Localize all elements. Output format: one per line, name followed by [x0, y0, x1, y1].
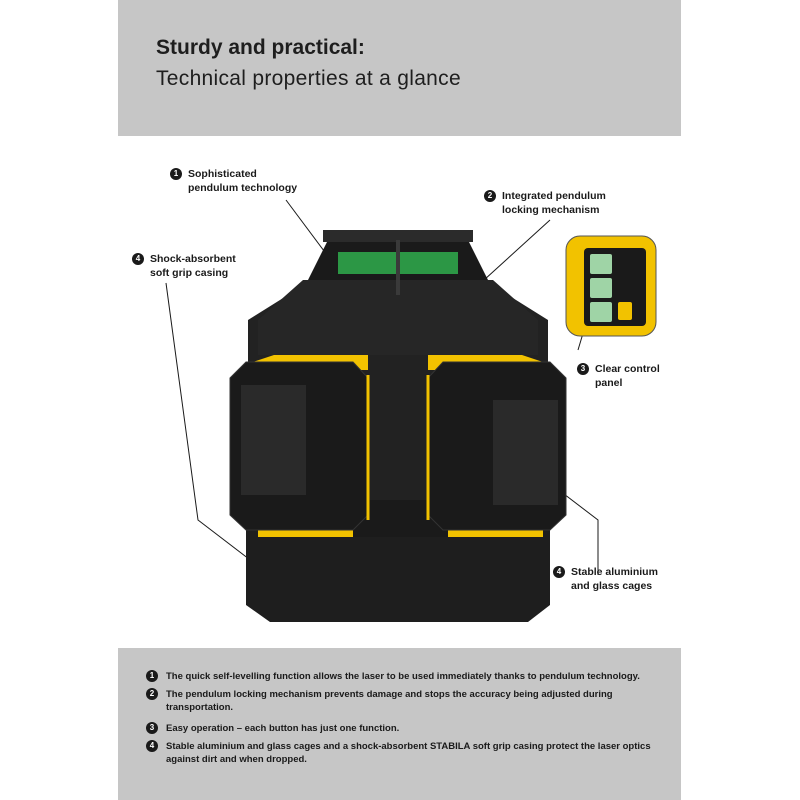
callout-text-line2: locking mechanism	[502, 204, 600, 216]
panel-button-3	[590, 302, 612, 322]
footer-panel: 1 The quick self-levelling function allo…	[118, 648, 681, 800]
callout-number: 4	[132, 253, 144, 266]
panel-indicator	[618, 302, 632, 320]
page-subtitle: Technical properties at a glance	[156, 67, 461, 90]
callout-number: 3	[577, 363, 589, 376]
callout-text-line1: Sophisticated	[188, 168, 257, 180]
laser-head-top	[323, 230, 473, 242]
right-glass-pane	[493, 400, 558, 505]
callout-4-casing: 4 Shock-absorbent soft grip casing	[132, 252, 236, 280]
callout-text-line2: and glass cages	[571, 580, 653, 592]
footer-item-2: 2 The pendulum locking mechanism prevent…	[146, 688, 666, 714]
footer-item-text: Stable aluminium and glass cages and a s…	[166, 741, 651, 765]
footer-item-text: The quick self-levelling function allows…	[166, 671, 640, 682]
footer-item-text: The pendulum locking mechanism prevents …	[166, 689, 613, 713]
callout-3: 3 Clear control panel	[577, 362, 660, 390]
header-panel: Sturdy and practical: Technical properti…	[118, 0, 681, 136]
footer-item-number: 1	[146, 670, 158, 682]
page-title: Sturdy and practical:	[156, 36, 365, 59]
left-glass-pane	[241, 385, 306, 495]
callout-1: 1 Sophisticated pendulum technology	[170, 167, 297, 195]
callout-text-line2: pendulum technology	[188, 182, 298, 194]
laser-level-illustration	[165, 199, 657, 622]
callout-text-line1: Integrated pendulum	[502, 190, 606, 202]
callout-number: 4	[553, 566, 565, 579]
callout-4-cages: 4 Stable aluminium and glass cages	[553, 565, 658, 593]
footer-item-number: 3	[146, 722, 158, 734]
brochure-page: Sturdy and practical: Technical properti…	[118, 0, 681, 800]
footer-item-1: 1 The quick self-levelling function allo…	[146, 670, 666, 683]
footer-item-number: 2	[146, 688, 158, 700]
callout-2: 2 Integrated pendulum locking mechanism	[484, 189, 606, 217]
callout-text-line2: soft grip casing	[150, 267, 229, 279]
panel-button-2	[590, 278, 612, 298]
footer-item-number: 4	[146, 740, 158, 752]
callout-text-line1: Shock-absorbent	[150, 253, 236, 265]
leader-line-4a	[165, 282, 267, 573]
footer-item-3: 3 Easy operation – each button has just …	[146, 722, 666, 735]
callout-number: 2	[484, 190, 496, 203]
callout-text-line1: Stable aluminium	[571, 566, 658, 578]
footer-item-4: 4 Stable aluminium and glass cages and a…	[146, 740, 666, 766]
panel-button-1	[590, 254, 612, 274]
callout-text-line2: panel	[595, 377, 623, 389]
callout-number: 1	[170, 168, 182, 181]
top-shoulder	[258, 280, 538, 355]
callout-text-line1: Clear control	[595, 363, 660, 375]
footer-item-text: Easy operation – each button has just on…	[166, 723, 400, 734]
